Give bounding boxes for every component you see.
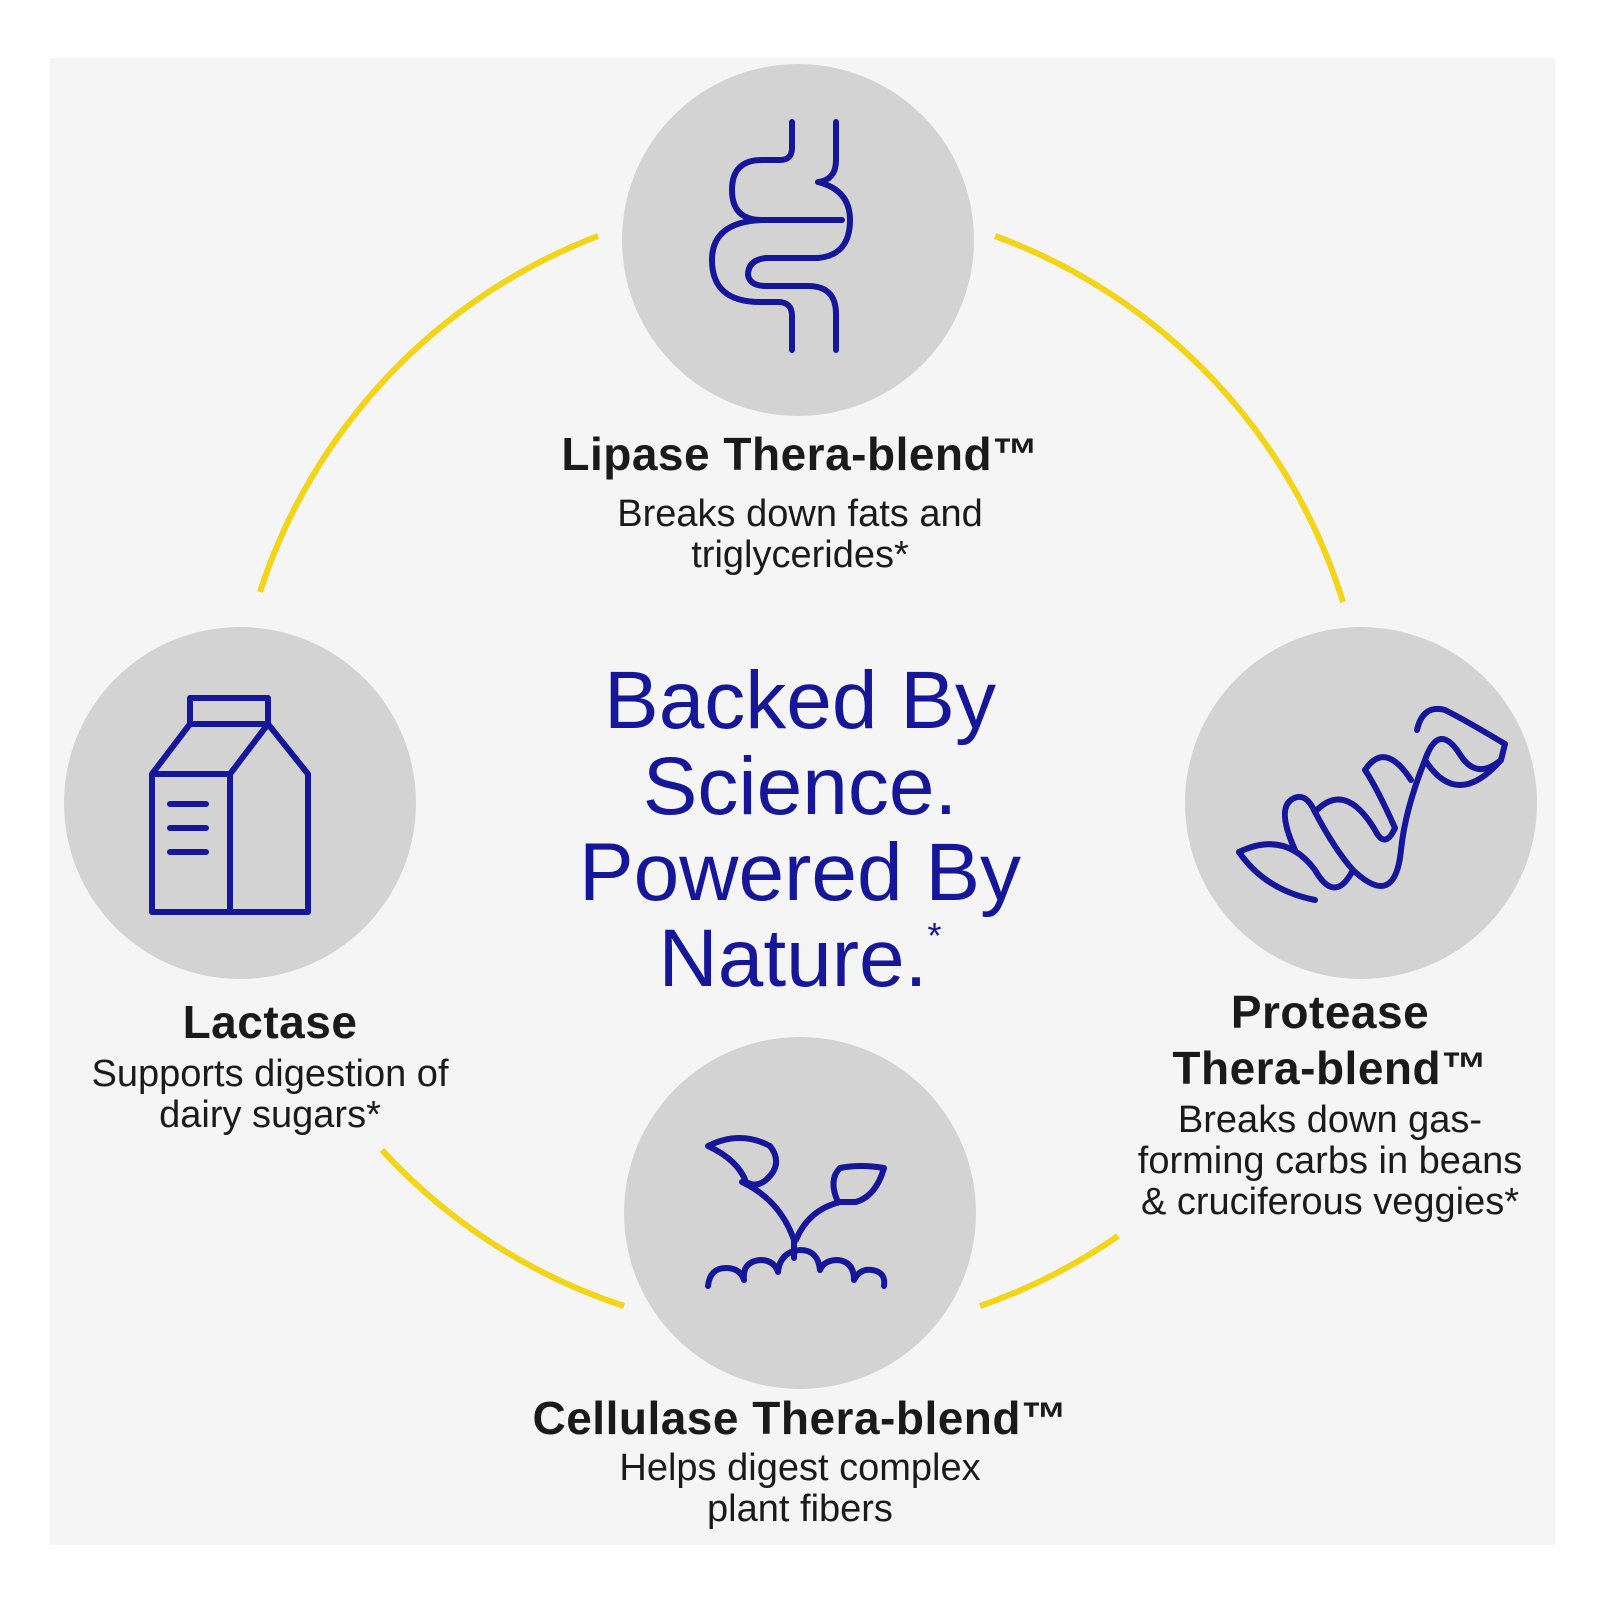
protease-circle [1185,627,1537,979]
headline-line-2: Science. [642,741,958,832]
headline-line-4: Nature. [658,913,928,1004]
ring-arc-top-right [993,233,1346,603]
protease-desc-line-3: & cruciferous veggies* [1140,1181,1520,1223]
headline-line-1: Backed By [604,655,996,746]
ring-arc-top-left [257,233,600,593]
lactase-desc-line-2: dairy sugars* [159,1094,381,1136]
lactase-circle [64,627,416,979]
cellulase-circle [624,1037,976,1389]
lipase-desc-line-1: Breaks down fats and [617,493,983,535]
lactase-label: Lactase Supports digestion of dairy suga… [40,994,500,1136]
lipase-circle [622,64,974,416]
protease-title-line-1: Protease [1230,986,1430,1038]
ring-arc-bottom-right [979,1233,1120,1309]
protease-desc-line-1: Breaks down gas- [1177,1099,1483,1141]
ring-arc-bottom-left [379,1147,625,1309]
protease-label: Protease Thera-blend™ Breaks down gas- f… [1080,984,1580,1223]
cellulase-desc-line-1: Helps digest complex [619,1447,981,1489]
lactase-title: Lactase [182,996,358,1048]
milk-carton-icon [149,695,311,915]
cellulase-desc-line-2: plant fibers [707,1488,893,1530]
lipase-title: Lipase Thera-blend™ [561,428,1039,480]
protease-title-line-2: Thera-blend™ [1172,1042,1488,1094]
headline-line-4-wrap: Nature.* [440,916,1160,1002]
lipase-desc-line-2: triglycerides* [691,534,909,576]
protease-desc-line-2: forming carbs in beans [1137,1140,1523,1182]
lipase-label: Lipase Thera-blend™ Breaks down fats and… [470,426,1130,576]
cellulase-title: Cellulase Thera-blend™ [532,1392,1068,1444]
intestine-icon [709,119,853,353]
cellulase-label: Cellulase Thera-blend™ Helps digest comp… [440,1390,1160,1530]
dna-helix-icon [1236,706,1508,903]
headline-line-3: Powered By [578,827,1022,918]
sprout-icon [705,1135,888,1289]
headline: Backed By Science. Powered By Nature.* [440,658,1160,1002]
lactase-desc-line-1: Supports digestion of [91,1053,449,1095]
headline-asterisk: * [927,915,942,956]
